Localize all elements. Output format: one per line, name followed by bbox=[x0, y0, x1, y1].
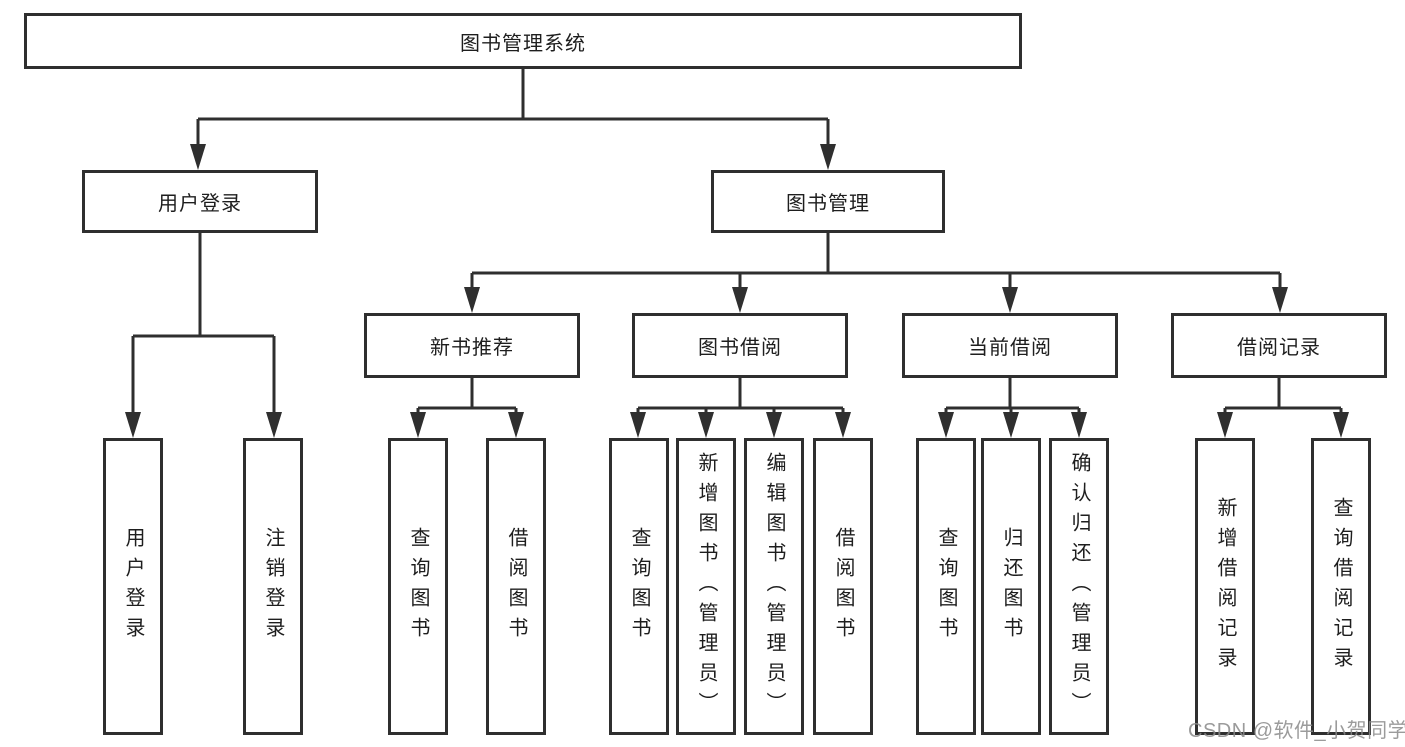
leaf-cb-confirm-return-admin: 确认归还（管理员） bbox=[1049, 438, 1109, 735]
node-root: 图书管理系统 bbox=[24, 13, 1022, 69]
leaf-cb-query-books: 查询图书 bbox=[916, 438, 976, 735]
leaf-label: 确认归还（管理员） bbox=[1068, 451, 1090, 722]
leaf-label: 查询图书 bbox=[935, 526, 957, 647]
leaf-label: 用户登录 bbox=[122, 526, 144, 647]
node-current-borrow: 当前借阅 bbox=[902, 313, 1118, 378]
leaf-label: 查询图书 bbox=[407, 526, 429, 647]
node-label: 图书借阅 bbox=[698, 337, 782, 359]
node-label: 借阅记录 bbox=[1237, 337, 1321, 359]
leaf-label: 借阅图书 bbox=[505, 526, 527, 647]
node-book-management: 图书管理 bbox=[711, 170, 945, 233]
leaf-label: 注销登录 bbox=[262, 526, 284, 647]
node-label: 新书推荐 bbox=[430, 337, 514, 359]
leaf-label: 查询图书 bbox=[628, 526, 650, 647]
leaf-br-add-record: 新增借阅记录 bbox=[1195, 438, 1255, 735]
leaf-label: 编辑图书（管理员） bbox=[763, 451, 785, 722]
leaf-nb-query-books: 查询图书 bbox=[388, 438, 448, 735]
node-label: 图书管理系统 bbox=[460, 32, 586, 55]
node-label: 图书管理 bbox=[786, 193, 870, 215]
leaf-label: 借阅图书 bbox=[832, 526, 854, 647]
node-user-login: 用户登录 bbox=[82, 170, 318, 233]
leaf-bb-add-books-admin: 新增图书（管理员） bbox=[676, 438, 736, 735]
leaf-user-login: 用户登录 bbox=[103, 438, 163, 735]
leaf-label: 归还图书 bbox=[1000, 526, 1022, 647]
leaf-bb-borrow-books: 借阅图书 bbox=[813, 438, 873, 735]
leaf-label: 查询借阅记录 bbox=[1330, 496, 1352, 677]
leaf-cb-return-books: 归还图书 bbox=[981, 438, 1041, 735]
node-book-borrow: 图书借阅 bbox=[632, 313, 848, 378]
leaf-label: 新增借阅记录 bbox=[1214, 496, 1236, 677]
node-new-book-recommend: 新书推荐 bbox=[364, 313, 580, 378]
leaf-logout: 注销登录 bbox=[243, 438, 303, 735]
leaf-bb-query-books: 查询图书 bbox=[609, 438, 669, 735]
node-borrow-records: 借阅记录 bbox=[1171, 313, 1387, 378]
arrowheads bbox=[125, 144, 1349, 438]
leaf-br-query-record: 查询借阅记录 bbox=[1311, 438, 1371, 735]
leaf-bb-edit-books-admin: 编辑图书（管理员） bbox=[744, 438, 804, 735]
leaf-label: 新增图书（管理员） bbox=[695, 451, 717, 722]
watermark: CSDN @软件_小贺同学 bbox=[1188, 720, 1405, 742]
leaf-nb-borrow-books: 借阅图书 bbox=[486, 438, 546, 735]
node-label: 当前借阅 bbox=[968, 337, 1052, 359]
node-label: 用户登录 bbox=[158, 193, 242, 215]
